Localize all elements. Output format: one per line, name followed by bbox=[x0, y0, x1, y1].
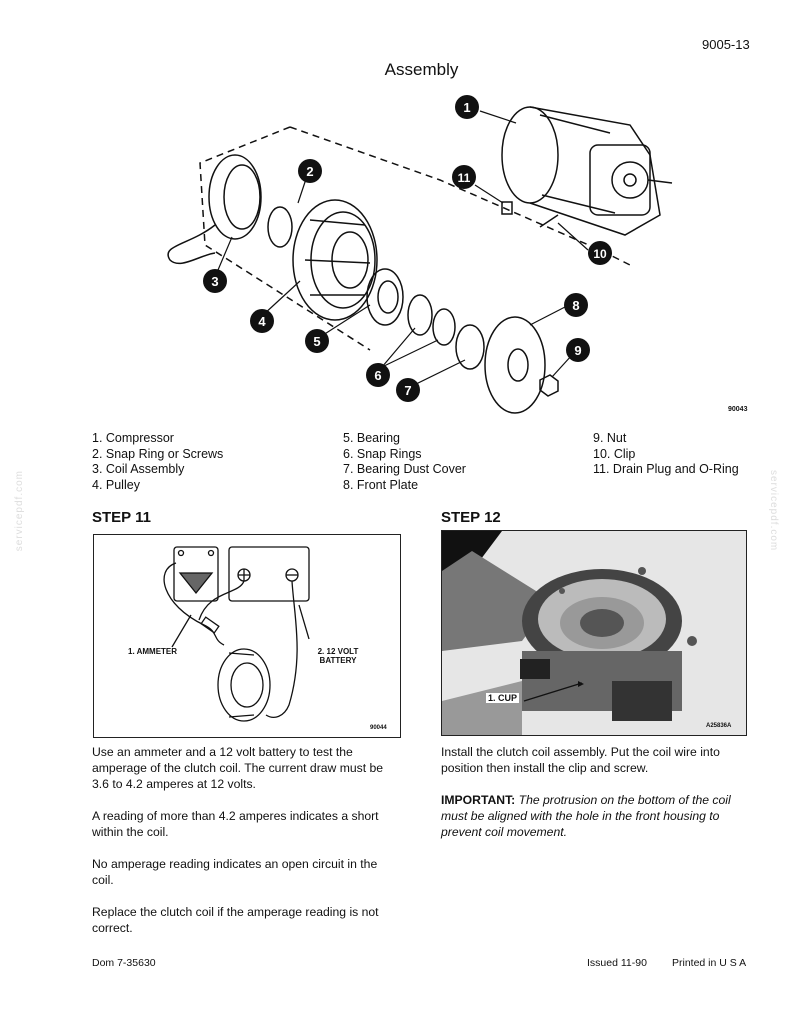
callout-5: 5 bbox=[313, 334, 320, 349]
step-12-paragraph: Install the clutch coil assembly. Put th… bbox=[441, 745, 720, 775]
callout-1: 1 bbox=[463, 100, 470, 115]
parts-list-item: 9. Nut bbox=[593, 431, 627, 445]
step-12-heading: STEP 12 bbox=[441, 509, 501, 526]
figure-code-step11: 90044 bbox=[370, 725, 387, 731]
parts-list-item: 8. Front Plate bbox=[343, 477, 419, 492]
important-note: IMPORTANT: The protrusion on the bottom … bbox=[441, 792, 747, 840]
parts-list-item: 2. Snap Ring or Screws bbox=[92, 446, 224, 461]
battery-label: 2. 12 VOLT BATTERY bbox=[308, 647, 368, 665]
footer-doc-number: Dom 7-35630 bbox=[92, 957, 156, 969]
step-12-text: Install the clutch coil assembly. Put th… bbox=[441, 744, 747, 856]
page-number: 9005-13 bbox=[702, 37, 750, 52]
coil-install-photo-image bbox=[442, 531, 746, 735]
ammeter-test-figure: 1. AMMETER 2. 12 VOLT BATTERY 90044 bbox=[93, 534, 401, 738]
step-11-paragraph: Use an ammeter and a 12 volt battery to … bbox=[92, 745, 384, 791]
coil-install-photo: 1. CUP A25836A bbox=[441, 530, 747, 736]
parts-list-item: 4. Pulley bbox=[92, 477, 140, 492]
important-text: The protrusion on the bottom of the coil… bbox=[441, 793, 731, 839]
battery-label-line1: 2. 12 VOLT bbox=[317, 647, 359, 656]
step-11-heading: STEP 11 bbox=[92, 509, 151, 526]
callout-4: 4 bbox=[258, 314, 266, 329]
important-label: IMPORTANT: bbox=[441, 793, 516, 807]
page-title: Assembly bbox=[384, 60, 459, 79]
parts-list-item: 10. Clip bbox=[593, 446, 636, 461]
parts-list-item: 5. Bearing bbox=[343, 431, 400, 445]
parts-list-item: 3. Coil Assembly bbox=[92, 462, 185, 476]
parts-list-item: 6. Snap Rings bbox=[343, 446, 422, 461]
step-11-paragraph: No amperage reading indicates an open ci… bbox=[92, 857, 378, 887]
callout-6: 6 bbox=[374, 368, 381, 383]
parts-list-col1: 1. Compressor 2. Snap Ring or Screws 3. … bbox=[92, 431, 223, 493]
figure-code-step12: A25836A bbox=[706, 723, 732, 729]
step-11-paragraph: A reading of more than 4.2 amperes indic… bbox=[92, 809, 379, 839]
parts-list-col3: 9. Nut 10. Clip 11. Drain Plug and O-Rin… bbox=[593, 431, 739, 478]
parts-list-col2: 5. Bearing 6. Snap Rings 7. Bearing Dust… bbox=[343, 431, 466, 493]
callout-3: 3 bbox=[211, 274, 218, 289]
parts-list-item: 7. Bearing Dust Cover bbox=[343, 462, 466, 476]
figure-code: 90043 bbox=[728, 406, 748, 413]
ammeter-label: 1. AMMETER bbox=[128, 647, 178, 656]
callout-11: 11 bbox=[458, 171, 471, 185]
callout-9: 9 bbox=[574, 343, 581, 358]
step-11-text: Use an ammeter and a 12 volt battery to … bbox=[92, 744, 398, 952]
compressor-exploded-diagram: 1 2 3 4 5 6 7 8 9 10 11 90043 bbox=[167, 95, 748, 414]
battery-label-line2: BATTERY bbox=[319, 656, 357, 665]
step-11-paragraph: Replace the clutch coil if the amperage … bbox=[92, 905, 379, 935]
parts-list-item: 11. Drain Plug and O-Ring bbox=[593, 462, 739, 476]
callout-8: 8 bbox=[572, 298, 579, 313]
callout-2: 2 bbox=[306, 164, 313, 179]
watermark-left: servicepdf.com bbox=[14, 470, 25, 552]
ammeter-test-diagram bbox=[163, 546, 310, 722]
parts-list-item: 1. Compressor bbox=[92, 431, 174, 445]
watermark-right: servicepdf.com bbox=[768, 470, 779, 552]
footer-printed: Printed in U S A bbox=[672, 957, 747, 969]
callout-10: 10 bbox=[593, 247, 607, 261]
callout-7: 7 bbox=[404, 383, 411, 398]
cup-label: 1. CUP bbox=[486, 693, 520, 703]
footer-issued: Issued 11-90 bbox=[587, 957, 647, 969]
